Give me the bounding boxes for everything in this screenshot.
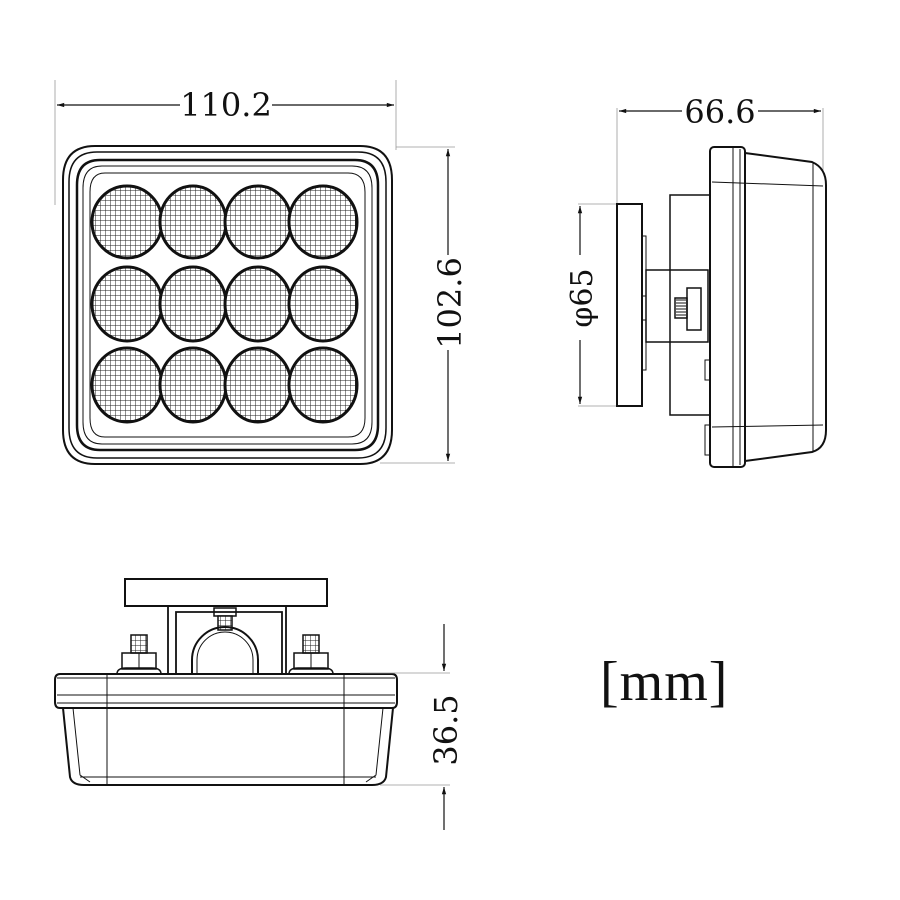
unit-label: [mm] bbox=[600, 651, 729, 713]
height-dimension-label: 102.6 bbox=[431, 257, 469, 349]
bottom-height-dimension-label: 36.5 bbox=[427, 694, 465, 765]
front-view bbox=[54, 80, 455, 465]
side-view bbox=[577, 108, 827, 468]
width-dimension-label: 110.2 bbox=[180, 86, 272, 124]
mount-diameter-label: φ65 bbox=[565, 268, 600, 327]
bottom-view bbox=[54, 578, 450, 830]
depth-dimension-label: 66.6 bbox=[684, 93, 755, 131]
